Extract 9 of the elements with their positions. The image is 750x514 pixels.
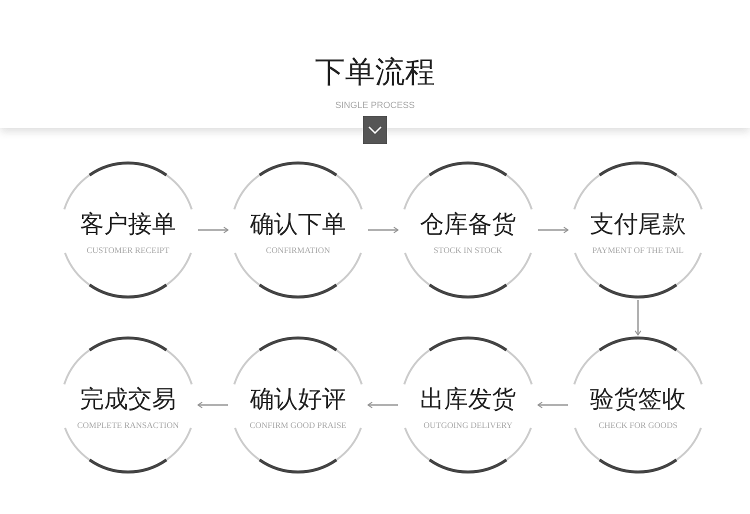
- title: 下单流程: [315, 55, 435, 90]
- arrow: [367, 402, 398, 408]
- arrow: [634, 300, 642, 336]
- arrow: [197, 402, 228, 408]
- arrow: [537, 402, 568, 408]
- arrow: [198, 226, 229, 234]
- arrow: [538, 226, 569, 234]
- arrow: [368, 226, 399, 234]
- subtitle: SINGLE PROCESS: [335, 100, 415, 110]
